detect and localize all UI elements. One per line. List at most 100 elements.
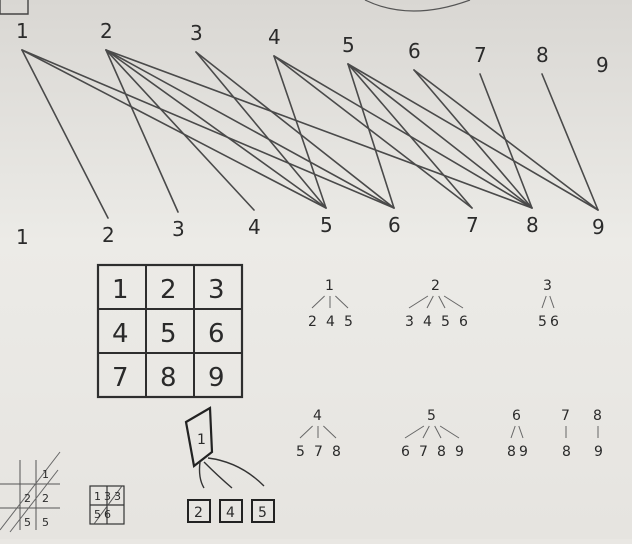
- connection-line: [105, 49, 395, 209]
- tree-child: 6: [459, 314, 468, 330]
- mini-cell: 6: [104, 508, 111, 521]
- tree-child: 5: [296, 444, 305, 460]
- tree-edge: [311, 295, 325, 309]
- grid-cell: 2: [160, 275, 177, 305]
- mini-cell: 5: [24, 516, 31, 529]
- tree-child: 5: [441, 314, 450, 330]
- bottom-label: 8: [526, 213, 539, 237]
- mini-cell: 3: [104, 490, 111, 503]
- tree-edge: [549, 295, 555, 309]
- connection-line: [347, 63, 395, 209]
- top-label: 6: [408, 39, 421, 63]
- connection-line: [105, 49, 179, 213]
- bottom-label: 6: [388, 213, 401, 237]
- tree-root: 1: [325, 278, 334, 294]
- grid-cell: 3: [208, 275, 225, 305]
- grid-cell: 4: [112, 319, 129, 349]
- tree-child: 8: [332, 444, 341, 460]
- tree-root: 7: [561, 408, 570, 424]
- grid-cell: 1: [112, 275, 129, 305]
- connection-line: [105, 49, 533, 209]
- tree-edge: [335, 295, 349, 309]
- tree-child: 7: [419, 444, 428, 460]
- connection-line: [541, 73, 599, 211]
- bottom-label: 9: [592, 215, 605, 239]
- top-arc: [364, 0, 471, 12]
- mini-cell: 2: [24, 492, 31, 505]
- bottom-label: 5: [320, 213, 333, 237]
- tree-edge: [404, 425, 425, 439]
- mini-cell: 3: [114, 490, 121, 503]
- tree-edge: [434, 425, 442, 439]
- mini-cell: 5: [94, 508, 101, 521]
- tree-edge: [510, 425, 516, 439]
- option-box: [219, 499, 243, 523]
- tree-root: 3: [543, 278, 552, 294]
- mini-cell: 5: [42, 516, 49, 529]
- connection-line: [105, 49, 327, 209]
- top-label: 8: [536, 43, 549, 67]
- option-box: [251, 499, 275, 523]
- top-label: 1: [16, 19, 29, 43]
- grid-cell: 9: [208, 363, 225, 393]
- tree-edge: [541, 295, 547, 309]
- tree-edge: [426, 295, 434, 309]
- connection-line: [105, 49, 255, 211]
- top-label: 3: [190, 21, 203, 45]
- option-label: 2: [194, 505, 203, 521]
- tree-edge: [518, 425, 524, 439]
- tree-root: 4: [313, 408, 322, 424]
- tab-outline: [0, 0, 29, 15]
- connection-line: [21, 49, 109, 219]
- tree-root: 2: [431, 278, 440, 294]
- tree-child: 4: [423, 314, 432, 330]
- tree-edge: [443, 295, 464, 309]
- top-label: 9: [596, 53, 609, 77]
- connection-line: [195, 51, 395, 209]
- tree-child: 9: [594, 444, 603, 460]
- tree-edge: [422, 425, 430, 439]
- grid-cell: 8: [160, 363, 177, 393]
- connection-line: [347, 63, 599, 211]
- tree-child: 5: [344, 314, 353, 330]
- tree-child: 5: [538, 314, 547, 330]
- tree-edge: [299, 425, 313, 439]
- mini-cell: 1: [94, 490, 101, 503]
- tree-child: 2: [308, 314, 317, 330]
- tree-root: 6: [512, 408, 521, 424]
- tree-child: 3: [405, 314, 414, 330]
- grid-cell: 7: [112, 363, 129, 393]
- connection-lines: [21, 49, 599, 219]
- tree-child: 9: [455, 444, 464, 460]
- connection-line: [413, 69, 533, 209]
- mini-cell: 1: [42, 468, 49, 481]
- tree-child: 8: [437, 444, 446, 460]
- connection-line: [21, 49, 395, 209]
- tree-child: 9: [519, 444, 528, 460]
- tree-child: 4: [326, 314, 335, 330]
- connection-line: [347, 63, 533, 209]
- top-label: 7: [474, 43, 487, 67]
- selected-cell-label: 1: [197, 432, 206, 448]
- mini-cell: 2: [42, 492, 49, 505]
- bottom-label: 7: [466, 213, 479, 237]
- tree-edge: [408, 295, 429, 309]
- connection-line: [21, 49, 327, 209]
- tree-edge: [439, 425, 460, 439]
- tree: 78: [561, 408, 571, 460]
- grid-cell: 5: [160, 319, 177, 349]
- tree-child: 8: [562, 444, 571, 460]
